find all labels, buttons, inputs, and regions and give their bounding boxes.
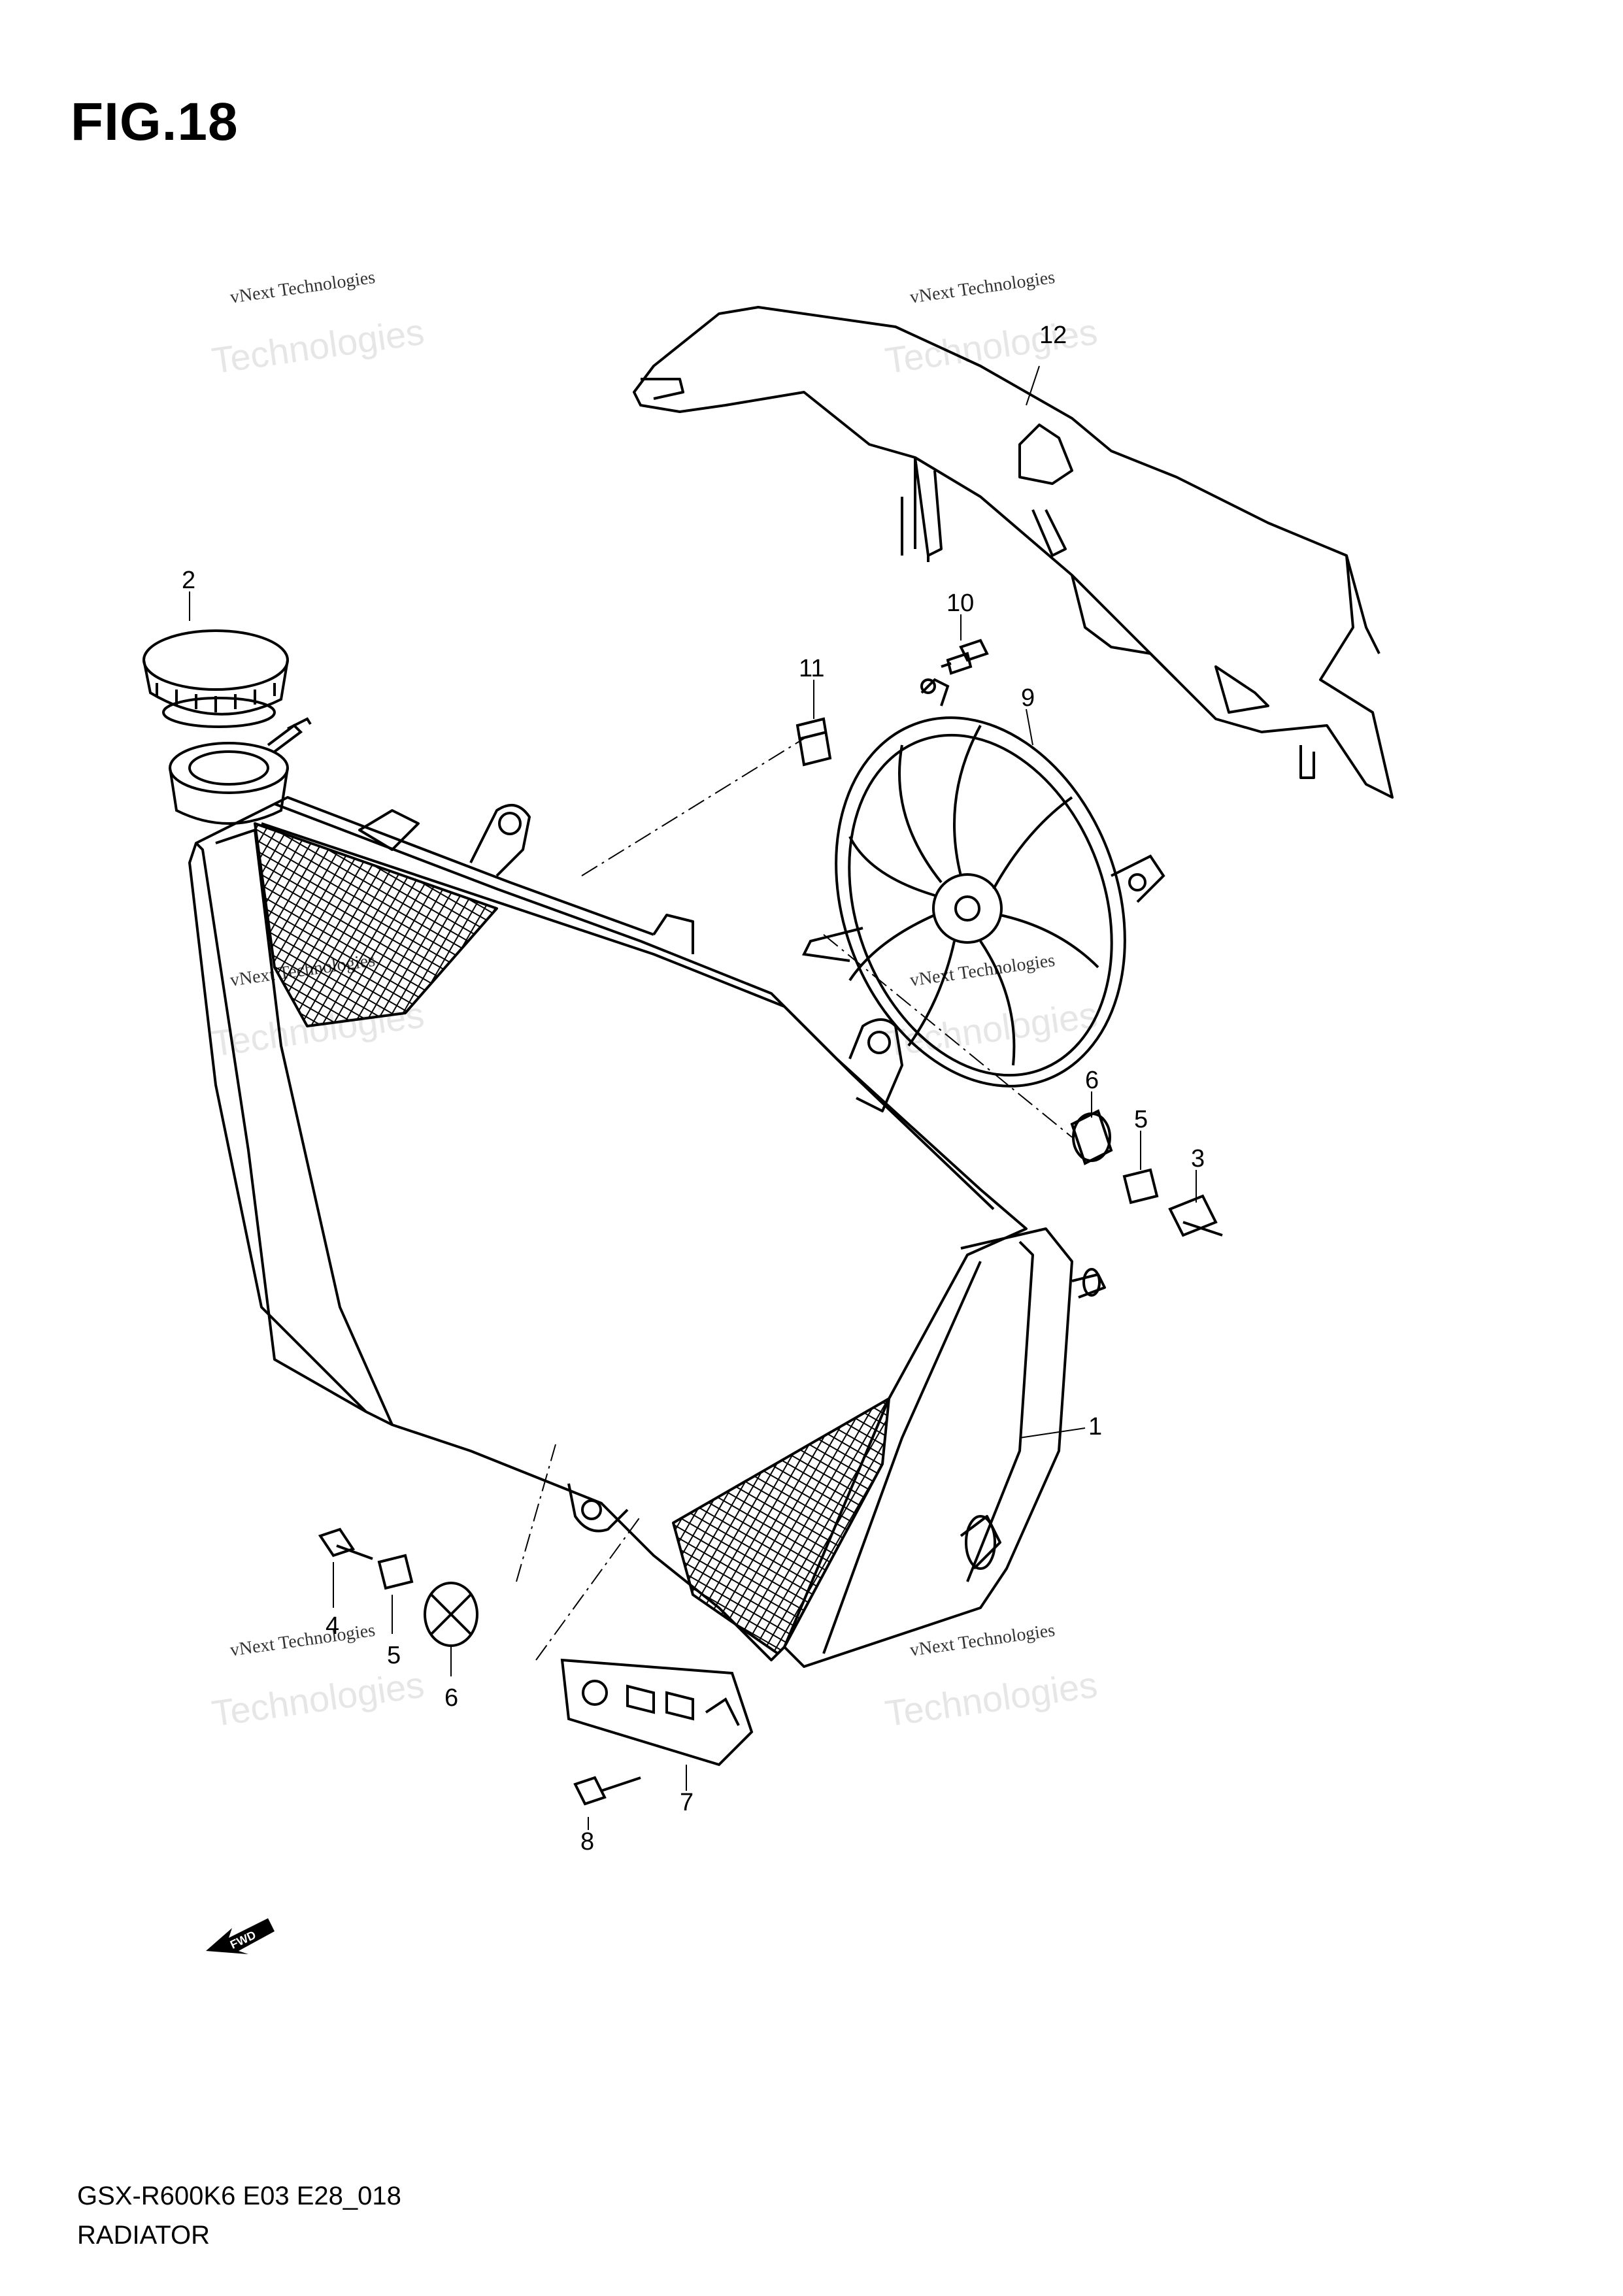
callout-3: 3 <box>1191 1145 1205 1173</box>
callout-1: 1 <box>1088 1413 1102 1440</box>
assembly-lines <box>516 738 1073 1661</box>
radiator-cap <box>142 629 289 728</box>
filler-neck <box>169 717 312 825</box>
callout-6-upper: 6 <box>1085 1067 1099 1094</box>
callout-2: 2 <box>182 567 195 594</box>
figure-code: GSX-R600K6 E03 E28_018 <box>77 2182 401 2210</box>
callout-9: 9 <box>1021 684 1035 712</box>
leader-lines <box>189 365 1197 1830</box>
callout-4: 4 <box>326 1612 339 1640</box>
callout-8: 8 <box>580 1828 594 1855</box>
callout-6-lower: 6 <box>444 1684 458 1712</box>
bolt-10 <box>941 639 989 675</box>
radiator-shroud <box>633 306 1394 799</box>
callout-11: 11 <box>799 655 824 682</box>
clip-11 <box>795 717 832 767</box>
radiator-core <box>188 796 1106 1668</box>
mount-hardware-lower <box>318 1527 478 1647</box>
callout-5-lower: 5 <box>387 1642 401 1669</box>
cooling-fan <box>801 678 1165 1088</box>
bracket-7 <box>560 1658 754 1767</box>
callout-5-upper: 5 <box>1134 1106 1148 1133</box>
figure-name: RADIATOR <box>77 2221 210 2250</box>
fwd-arrow: FWD <box>206 1918 275 1954</box>
figure-title: FIG.18 <box>71 92 239 152</box>
bolt-8 <box>573 1776 641 1806</box>
callout-7: 7 <box>680 1789 694 1816</box>
callout-10: 10 <box>946 590 974 617</box>
callout-12: 12 <box>1039 322 1067 349</box>
